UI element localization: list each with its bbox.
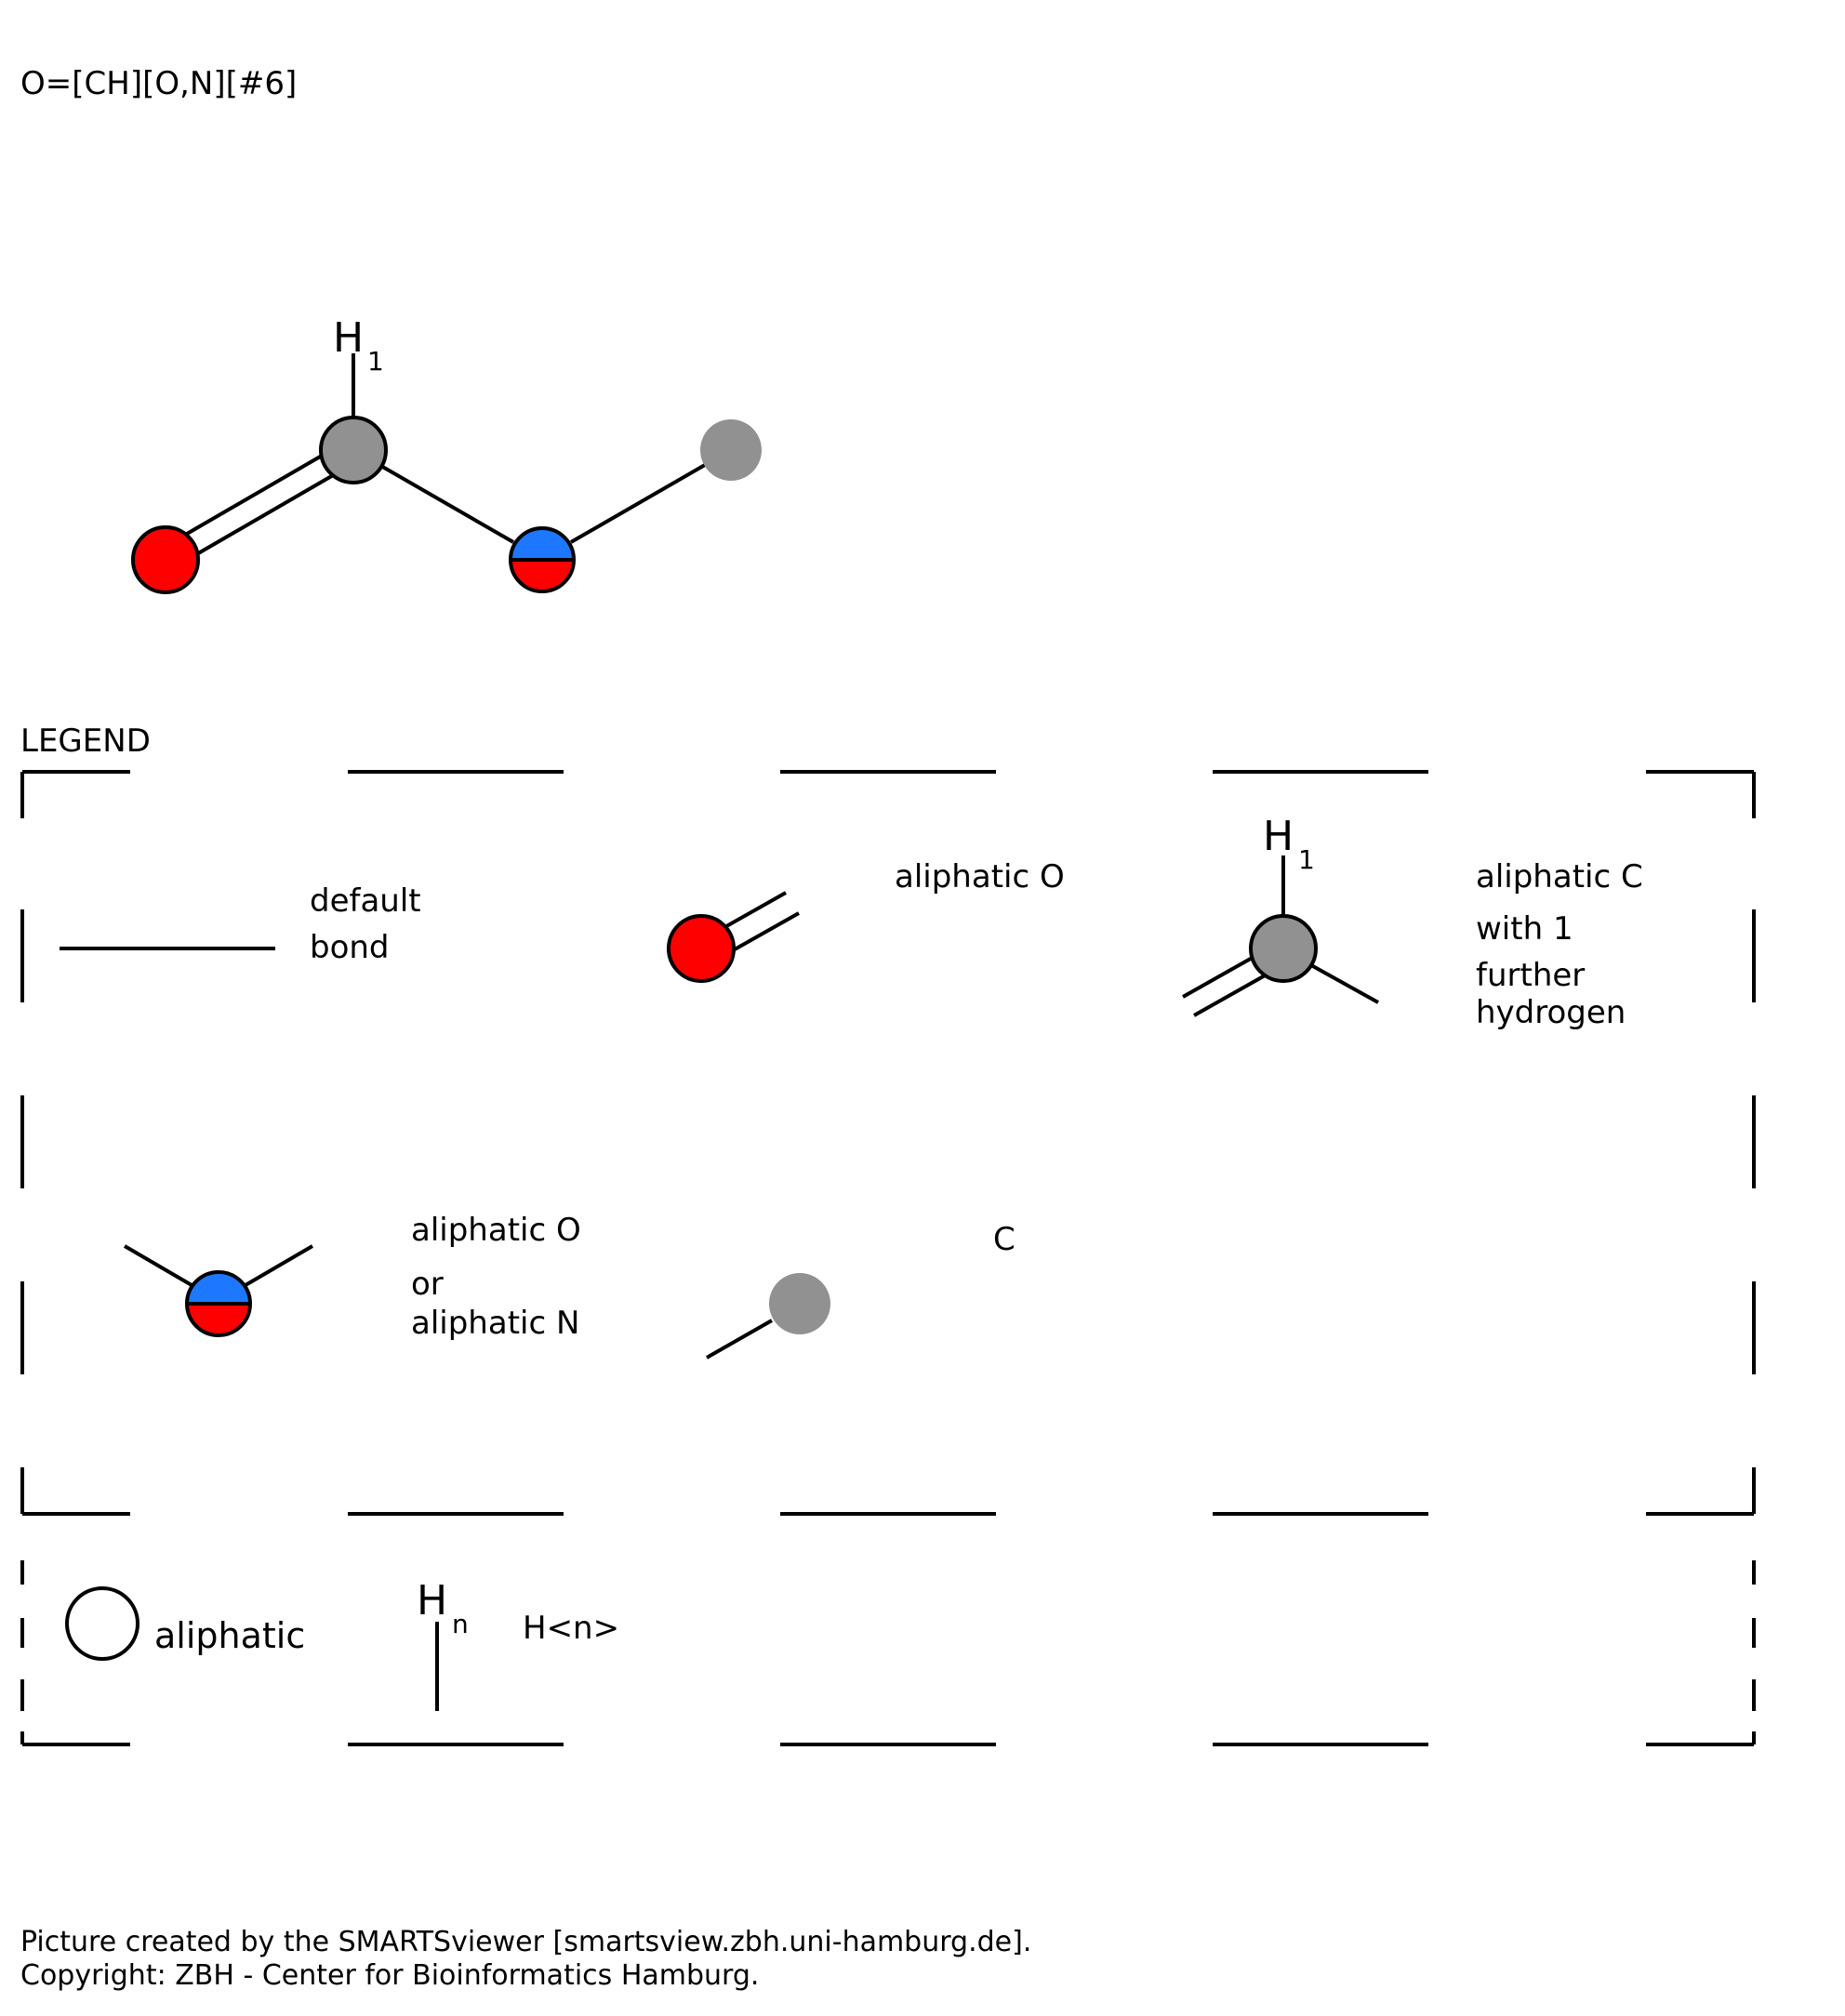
footer-line-1: Picture created by the SMARTSviewer [sma…	[20, 1926, 1031, 1958]
legend-aliphatic-text: aliphatic	[154, 1615, 305, 1656]
legend-any-carbon-text: C	[993, 1221, 1015, 1258]
legend-any-carbon-atom	[769, 1273, 830, 1334]
legend-hydrogen-sub: n	[452, 1609, 469, 1639]
legend-carbon-h-text: aliphatic C with 1 further hydrogen	[1476, 858, 1653, 1031]
oxygen-atom	[131, 525, 200, 594]
legend-oxygen-atom	[667, 914, 736, 983]
legend-oxygen-text: aliphatic O	[895, 858, 1065, 895]
mol-h-label: H	[333, 314, 364, 362]
legend-default-bond-text: default bond	[310, 882, 431, 966]
legend-o-or-n-bonds	[123, 1244, 314, 1287]
molecule	[156, 353, 706, 571]
legend-carbon-h-bonds	[1182, 855, 1379, 1017]
legend-aliphatic-circle	[65, 1586, 139, 1661]
legend-o-or-n-text: aliphatic O or aliphatic N	[411, 1212, 591, 1342]
legend-carbon-h-count: 1	[1298, 844, 1315, 875]
legend-o-or-n-atom	[185, 1270, 252, 1337]
legend-carbon-h-atom	[1249, 914, 1318, 983]
legend-carbon-h-label: H	[1263, 813, 1294, 860]
legend-title: LEGEND	[20, 723, 151, 760]
single-bond-on-c	[570, 463, 706, 544]
smarts-string: O=[CH][O,N][#6]	[20, 65, 297, 102]
single-bond-c-on	[378, 463, 514, 544]
footer-line-2: Copyright: ZBH - Center for Bioinformati…	[20, 1959, 759, 1992]
o-or-n-atom	[509, 526, 576, 593]
legend-frame	[20, 770, 1756, 1746]
carbon-atom	[319, 416, 388, 484]
legend-any-carbon-bond	[706, 1319, 773, 1359]
legend-hydrogen-text: H<n>	[523, 1610, 619, 1647]
legend-hydrogen-label: H	[417, 1577, 447, 1625]
mol-h-count: 1	[367, 346, 384, 377]
any-carbon-atom	[700, 419, 762, 481]
